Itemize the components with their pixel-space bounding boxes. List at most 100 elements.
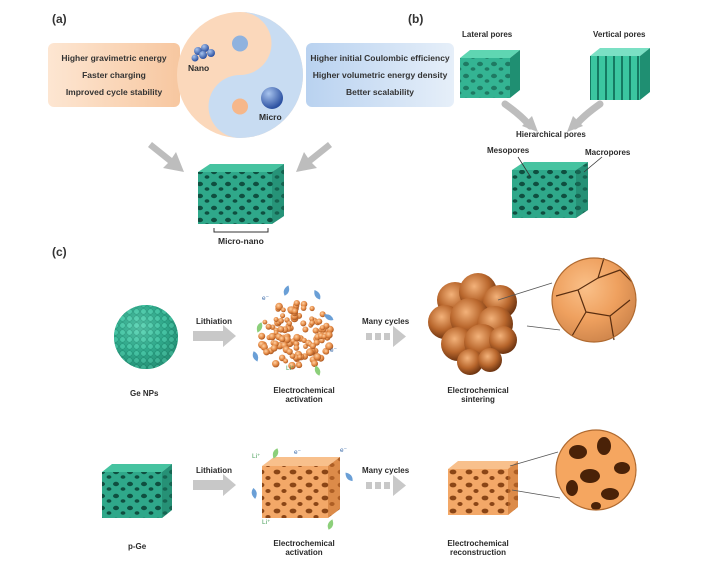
macropores-label: Macropores: [585, 148, 631, 157]
lateral-pores-cube-icon: [460, 50, 520, 98]
electron-label: e⁻: [294, 449, 302, 456]
electron-label: e⁻: [330, 347, 338, 354]
nanoparticle: [263, 348, 270, 356]
row1-activation-label: Electrochemical activation: [256, 386, 352, 404]
ge-nps-sphere-icon: [114, 305, 178, 369]
nanoparticle: [323, 349, 330, 355]
micro-benefits-list: Higher initial Coulombic efficiency High…: [306, 50, 454, 101]
row1-sintering-line1: Electrochemical: [447, 386, 509, 395]
micro-label: Micro: [259, 112, 282, 122]
nanoparticle: [313, 353, 322, 361]
nanoparticle: [283, 358, 289, 364]
sintered-particle: [489, 326, 517, 354]
nanoparticle: [293, 340, 300, 347]
panel-b-label: (b): [408, 12, 424, 26]
lithiation-arrow-icon: [193, 325, 236, 347]
p-ge-label: p-Ge: [128, 542, 147, 551]
electron-drop-icon: [314, 289, 321, 300]
zoom-line-top: [497, 282, 553, 301]
nanoparticle: [309, 316, 315, 322]
nanoparticle: [319, 311, 326, 318]
nanoparticle: [281, 307, 286, 313]
nanoparticle: [293, 345, 300, 351]
arrow-head-right: [567, 116, 583, 132]
row1-sintering-line2: sintering: [461, 395, 495, 404]
nanoparticle: [291, 308, 299, 315]
zoom-line-bottom: [511, 489, 561, 499]
nano-particles-icon: [191, 44, 215, 62]
arrow-head-left: [522, 116, 538, 132]
nanoparticle: [258, 332, 266, 340]
nanoparticle: [293, 300, 300, 307]
electron-drop-icon: [323, 314, 334, 321]
zoom-line-top: [509, 451, 559, 467]
macropores-pointer: [583, 156, 603, 173]
li-ion-drop-icon: [314, 365, 321, 376]
row2-activation-line2: activation: [285, 548, 323, 557]
row2-many-cycles-label: Many cycles: [362, 466, 410, 475]
nano-label: Nano: [188, 63, 210, 73]
electron-label: e⁻: [340, 447, 348, 454]
nanoparticle: [300, 305, 307, 311]
nanoparticle: [311, 360, 318, 367]
row2-lithiation-label: Lithiation: [196, 466, 232, 475]
arrow-left-down-icon: [148, 142, 184, 172]
many-cycles-arrow-icon: [366, 475, 406, 496]
reconstruction-zoom-circle-icon: [555, 429, 637, 511]
row2-activation-line1: Electrochemical: [273, 539, 335, 548]
li-ion-drop-icon: [272, 448, 279, 459]
hierarchical-pores-label: Hierarchical pores: [516, 130, 586, 139]
panel-c-row2: [102, 429, 637, 518]
panel-c-row1: [114, 257, 637, 375]
vertical-pores-cube-icon: [590, 48, 650, 100]
nanoparticle: [286, 320, 293, 327]
panel-a-label: (a): [52, 12, 67, 26]
ion-decorations: e⁻e⁻Li⁺Li⁺e⁻e⁻Li⁺: [251, 285, 353, 530]
sintering-zoom-circle-icon: [551, 257, 637, 343]
micro-benefit-3: Better scalability: [345, 87, 415, 97]
panel-b: [460, 48, 650, 218]
nanoparticle: [293, 333, 301, 342]
li-ion-drop-icon: [256, 322, 263, 333]
nanoparticle: [325, 342, 334, 351]
nanoparticle: [272, 360, 280, 368]
electron-drop-icon: [252, 351, 259, 362]
sintered-particle: [478, 348, 502, 372]
activated-porous-cube-icon: [262, 457, 340, 518]
electron-label: e⁻: [262, 295, 270, 302]
nanoparticle: [325, 331, 333, 339]
nanoparticle: [286, 348, 293, 355]
micro-nano-bracket: [213, 228, 269, 233]
lithiation-arrow-icon: [193, 474, 236, 496]
nano-benefit-3: Improved cycle stability: [65, 87, 163, 97]
nanoparticle: [262, 319, 268, 325]
lateral-pores-label: Lateral pores: [462, 30, 513, 39]
mesopores-pointer: [517, 156, 531, 177]
nano-benefits-box: [48, 43, 180, 107]
nanoparticle: [312, 327, 319, 334]
nanoparticle: [306, 348, 314, 357]
nano-benefit-2: Faster charging: [82, 70, 146, 80]
li-ion-label: Li⁺: [286, 365, 295, 372]
nanoparticle: [275, 302, 283, 311]
nanoparticle: [309, 320, 315, 326]
nanoparticle: [296, 362, 303, 369]
vertical-pores-label: Vertical pores: [593, 30, 646, 39]
nanoparticle: [301, 337, 307, 344]
nanoparticle: [316, 318, 323, 325]
micro-nano-label: Micro-nano: [218, 236, 264, 246]
electron-drop-icon: [345, 472, 353, 482]
nanoparticle: [319, 337, 325, 344]
row1-sintering-label: Electrochemical sintering: [430, 386, 526, 404]
nanoparticle: [297, 354, 303, 360]
row1-activation-line2: activation: [285, 395, 323, 404]
nano-benefits-list: Higher gravimetric energy Faster chargin…: [48, 50, 180, 101]
nanoparticle: [278, 335, 286, 343]
row2-reconstruction-line2: reconstruction: [449, 548, 506, 557]
nanoparticle: [309, 342, 316, 350]
sintered-cluster-icon: [428, 273, 517, 375]
many-cycles-arrow-icon: [366, 326, 406, 347]
nanoparticle: [278, 317, 284, 324]
nanoparticle: [302, 326, 309, 333]
